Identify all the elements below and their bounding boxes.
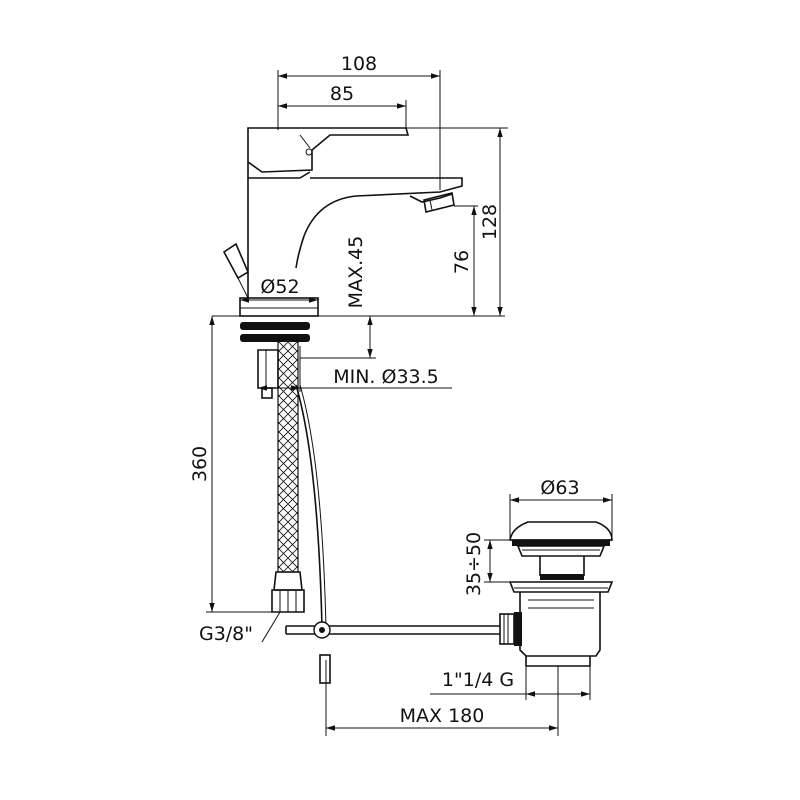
base-flange [239,297,319,317]
spout [295,177,463,269]
dim-360: 360 [189,446,211,482]
faucet-body [211,127,505,612]
dim-108: 108 [341,53,377,75]
dimension-lines [206,70,613,736]
hose-nut [273,571,303,591]
dim-76: 76 [451,250,473,274]
dim-35-50: 35÷50 [463,532,485,596]
dim-min-dia: MIN. Ø33.5 [333,366,439,388]
dim-max45: MAX.45 [345,236,367,309]
popup-rod-knob [222,242,250,280]
dim-g38: G3/8" [199,623,253,645]
aerator [423,192,455,213]
popup-rod [285,384,500,684]
drain-cap [509,521,613,541]
flex-hose [271,339,305,613]
waste-drain [499,521,614,667]
dim-85: 85 [330,83,354,105]
dim-128: 128 [479,204,501,240]
dim-max180: MAX 180 [400,705,485,727]
dim-thread-114: 1"1/4 G [442,669,514,691]
dim-dia52: Ø52 [260,276,299,298]
lever-handle [247,127,410,173]
dim-dia63: Ø63 [540,477,579,499]
